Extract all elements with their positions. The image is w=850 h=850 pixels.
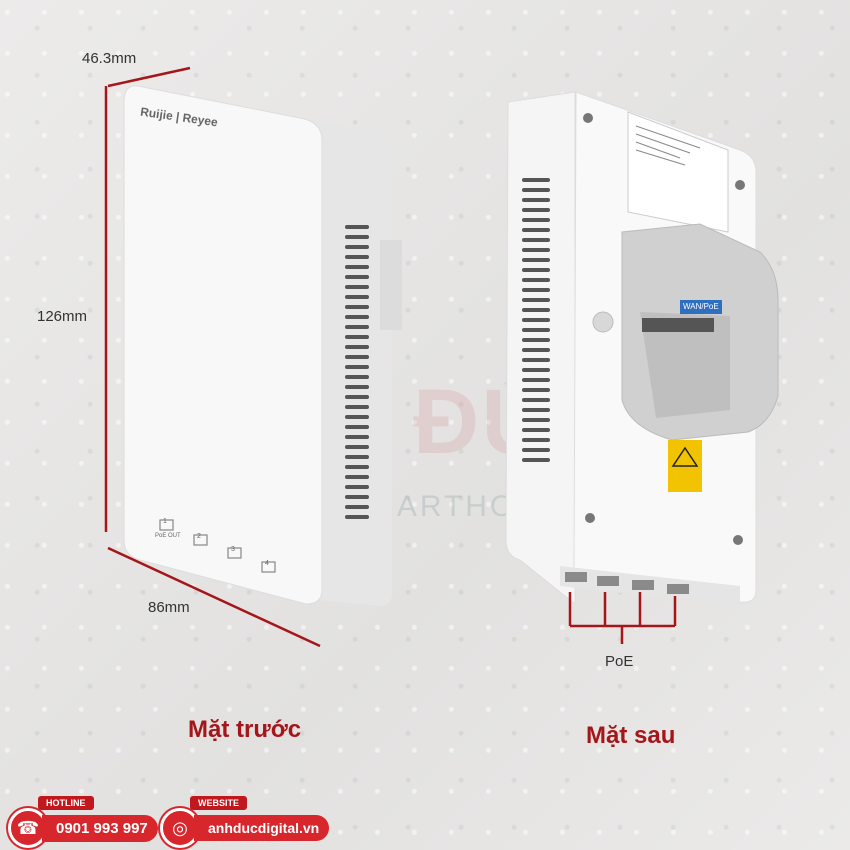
dimension-height: 126mm [37,308,88,325]
phone-icon: ☎ [8,808,48,848]
website-url: anhducdigital.vn [194,815,330,841]
front-port-1: 1 [163,518,167,525]
back-device [505,91,779,606]
dimension-lines [104,66,321,648]
front-port-3: 3 [231,546,235,553]
wan-poe-label: WAN/PoE [683,302,719,311]
website-contact[interactable]: WEBSITE ◎ anhducdigital.vn [160,796,330,848]
front-caption: Mặt trước [188,716,302,743]
front-port-2: 2 [197,533,201,540]
dimension-depth: 46.3mm [82,50,137,67]
dimension-width: 86mm [148,599,190,616]
hotline-tag: HOTLINE [38,796,94,810]
back-caption: Mặt sau [586,722,676,749]
website-tag: WEBSITE [190,796,248,810]
front-port-note: PoE OUT [155,533,181,539]
poe-bracket [568,592,677,644]
hotline-number: 0901 993 997 [42,814,158,842]
poe-label: PoE [605,653,634,670]
front-port-4: 4 [265,560,269,567]
front-device [123,85,402,606]
hotline-contact[interactable]: HOTLINE ☎ 0901 993 997 [8,796,168,848]
